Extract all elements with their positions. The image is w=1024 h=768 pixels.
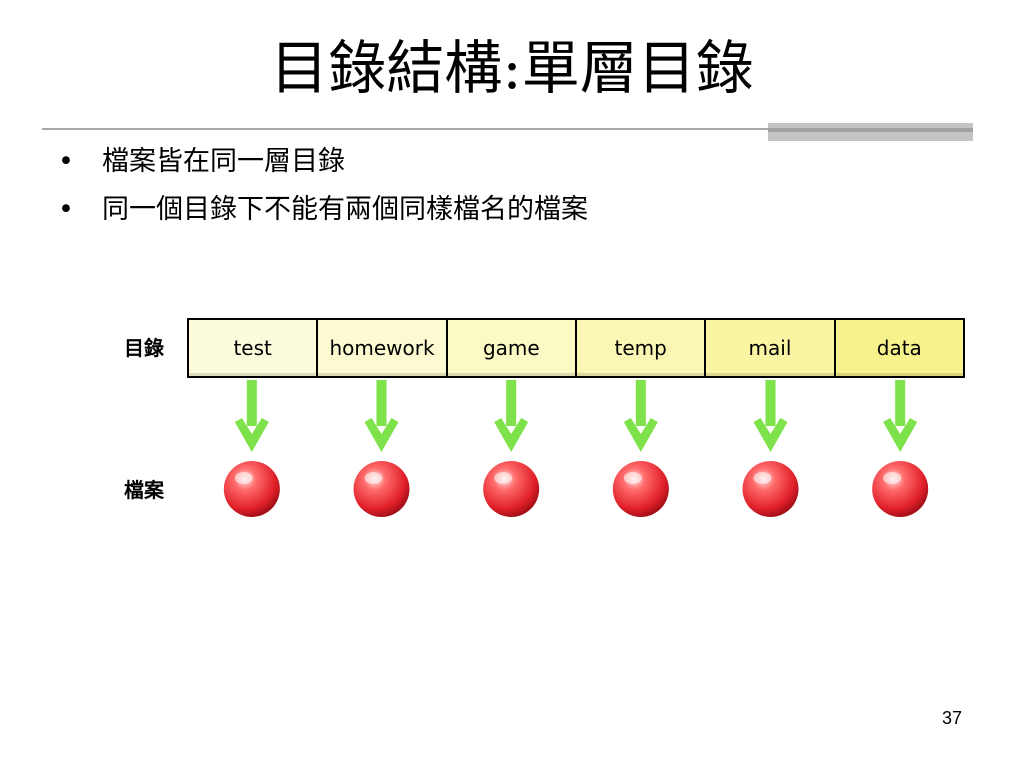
arrow-head-temp	[623, 418, 658, 452]
directory-row-label: 目錄	[124, 336, 164, 360]
bullet-dot: •	[58, 146, 74, 177]
file-ball-highlight-homework	[364, 472, 383, 484]
directory-cell-test: test	[187, 318, 318, 378]
bullet-item: • 同一個目錄下不能有兩個同樣檔名的檔案	[56, 186, 588, 234]
file-row-label: 檔案	[124, 478, 164, 502]
bullet-list: • 檔案皆在同一層目錄 • 同一個目錄下不能有兩個同樣檔名的檔案	[56, 138, 588, 234]
arrow-head-mail	[753, 418, 788, 452]
file-ball-highlight-game	[494, 472, 513, 484]
arrow-shaft-data	[895, 380, 906, 426]
page-title: 目錄結構:單層目錄	[270, 34, 754, 102]
bullet-text: 檔案皆在同一層目錄	[102, 146, 345, 177]
directory-cell-mail: mail	[705, 318, 835, 378]
file-ball-temp	[612, 461, 669, 517]
arrow-shaft-test	[246, 380, 257, 426]
page-number: 37	[941, 708, 962, 728]
arrow-head-test	[234, 418, 269, 452]
directory-cell-data: data	[834, 318, 965, 378]
directory-cell-game: game	[446, 318, 576, 378]
title-divider	[42, 128, 972, 130]
arrow-head-data	[883, 418, 918, 452]
directory-cell-homework: homework	[317, 318, 447, 378]
file-ball-highlight-test	[234, 472, 253, 484]
arrow-shaft-homework	[376, 380, 387, 426]
file-ball-game	[483, 461, 540, 517]
bullet-text: 同一個目錄下不能有兩個同樣檔名的檔案	[102, 194, 588, 225]
directory-cell-temp: temp	[575, 318, 706, 378]
title-divider-accent	[768, 123, 973, 141]
bullet-item: • 檔案皆在同一層目錄	[56, 138, 588, 186]
arrow-shaft-temp	[635, 380, 646, 426]
bullet-dot: •	[58, 194, 74, 225]
file-ball-data	[872, 461, 929, 517]
arrow-shaft-mail	[765, 380, 776, 426]
title-divider-accent-core	[768, 128, 973, 132]
arrow-shaft-game	[506, 380, 517, 426]
file-ball-highlight-data	[883, 472, 902, 484]
file-ball-test	[223, 461, 280, 517]
file-ball-highlight-temp	[623, 472, 642, 484]
directory-file-links	[223, 380, 929, 517]
file-ball-mail	[742, 461, 799, 517]
file-ball-homework	[353, 461, 410, 517]
file-ball-highlight-mail	[753, 472, 772, 484]
arrow-head-homework	[364, 418, 399, 452]
arrow-head-game	[494, 418, 529, 452]
